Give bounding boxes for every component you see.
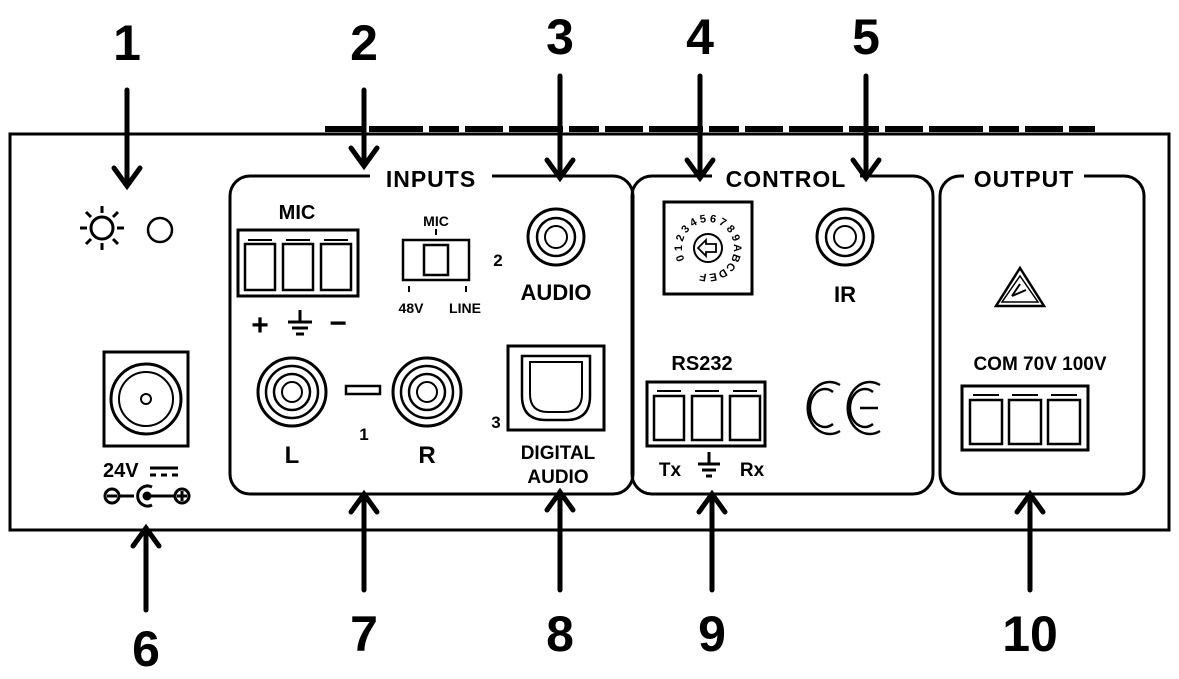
callout-5: 5 bbox=[852, 9, 880, 65]
right-label: R bbox=[418, 442, 435, 469]
rca-link-bar bbox=[344, 384, 382, 396]
output-title: OUTPUT bbox=[974, 166, 1075, 192]
arrow-2 bbox=[348, 87, 380, 171]
rs232-terminal-block[interactable] bbox=[645, 380, 767, 448]
dc-symbol-icon bbox=[150, 466, 178, 477]
callout-1: 1 bbox=[113, 15, 141, 71]
ir-label: IR bbox=[834, 282, 856, 307]
callout-10: 10 bbox=[1002, 606, 1058, 662]
power-led bbox=[146, 216, 174, 244]
rotary-digit: 6 bbox=[709, 213, 717, 226]
callout-9: 9 bbox=[698, 606, 726, 662]
rotary-digit: 0 bbox=[674, 253, 687, 263]
control-title: CONTROL bbox=[726, 166, 847, 192]
arrow-9 bbox=[696, 489, 728, 593]
rotary-digit: 7 bbox=[717, 216, 728, 229]
left-label: L bbox=[285, 442, 300, 469]
audio-jack[interactable] bbox=[526, 207, 586, 267]
rotary-digit: B bbox=[728, 252, 742, 264]
rotary-digit: 5 bbox=[699, 213, 707, 226]
rca-number: 1 bbox=[359, 425, 368, 444]
ce-mark-icon bbox=[806, 380, 881, 436]
sun-icon bbox=[80, 206, 124, 250]
rotary-digit: 9 bbox=[729, 233, 742, 243]
output-terminals-label: COM 70V 100V bbox=[973, 354, 1106, 375]
mic-polarity-labels: + − bbox=[251, 307, 347, 342]
arrow-10 bbox=[1014, 489, 1046, 593]
digital-label-line2: AUDIO bbox=[527, 467, 588, 488]
callout-2: 2 bbox=[350, 15, 378, 71]
arrow-6 bbox=[130, 523, 162, 613]
ir-jack[interactable] bbox=[815, 207, 875, 267]
arrow-4 bbox=[684, 73, 716, 183]
digital-optical-jack[interactable] bbox=[506, 344, 606, 432]
callout-8: 8 bbox=[546, 606, 574, 662]
arrow-3 bbox=[544, 73, 576, 183]
audio-label: AUDIO bbox=[521, 280, 592, 305]
rotary-digit: A bbox=[731, 244, 743, 252]
rca-right-jack[interactable] bbox=[391, 356, 463, 428]
rotary-digit: F bbox=[698, 270, 707, 283]
inputs-title: INPUTS bbox=[386, 166, 476, 192]
callout-7: 7 bbox=[350, 606, 378, 662]
voltage-label: 24V bbox=[103, 460, 139, 482]
rotary-arrow-icon bbox=[693, 233, 723, 263]
arrow-5 bbox=[850, 73, 882, 183]
switch-line-label: LINE bbox=[449, 300, 481, 316]
dc-power-jack[interactable] bbox=[102, 350, 190, 448]
switch-number: 2 bbox=[493, 251, 502, 270]
minus-sign: − bbox=[329, 307, 347, 340]
arrow-8 bbox=[544, 487, 576, 593]
mic-label: MIC bbox=[279, 202, 316, 224]
callout-6: 6 bbox=[132, 621, 160, 677]
callout-4: 4 bbox=[686, 9, 714, 65]
switch-48v-label: 48V bbox=[399, 300, 425, 316]
callout-arrows bbox=[111, 73, 1046, 613]
rotary-digit: E bbox=[708, 270, 717, 283]
arrow-7 bbox=[348, 489, 380, 593]
arrow-1 bbox=[111, 87, 143, 191]
switch-mic-label: MIC bbox=[423, 213, 449, 229]
rotary-digit: 2 bbox=[674, 233, 687, 243]
dc-polarity-icon bbox=[103, 484, 191, 508]
speaker-output-terminal-block[interactable] bbox=[960, 384, 1090, 452]
ground-icon bbox=[288, 310, 312, 336]
tx-label: Tx bbox=[659, 460, 682, 481]
ground-icon bbox=[698, 452, 720, 478]
warning-icon bbox=[993, 265, 1047, 308]
rca-left-jack[interactable] bbox=[256, 356, 328, 428]
callout-3: 3 bbox=[546, 9, 574, 65]
mic-terminal-block[interactable] bbox=[236, 228, 360, 298]
rotary-digit: 1 bbox=[673, 245, 685, 251]
input-selector-switch[interactable] bbox=[401, 238, 471, 282]
device-rear-panel bbox=[8, 132, 1171, 532]
plus-sign: + bbox=[251, 309, 269, 342]
digital-label-line1: DIGITAL bbox=[521, 443, 596, 464]
rx-label: Rx bbox=[740, 460, 765, 481]
rs232-label: RS232 bbox=[671, 353, 732, 375]
digital-number: 3 bbox=[491, 413, 500, 432]
